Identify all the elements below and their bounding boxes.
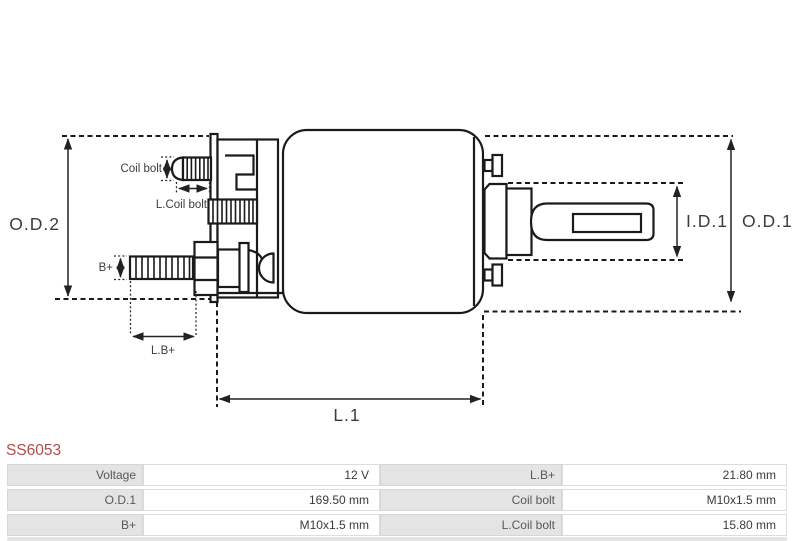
coil-bolt-stud bbox=[170, 156, 213, 182]
coil-terminal-step bbox=[225, 154, 257, 191]
spec-value: 15.80 mm bbox=[562, 514, 787, 536]
spec-row: O.D.1 169.50 mm Coil bolt M10x1.5 mm bbox=[7, 489, 787, 511]
spec-label: B+ bbox=[7, 514, 143, 536]
l1-extension-lines bbox=[216, 302, 484, 407]
plunger-collar bbox=[483, 182, 508, 260]
b-plus-thread-hatch bbox=[135, 256, 191, 279]
spec-value: 12 V bbox=[143, 464, 380, 486]
extension-lines bbox=[55, 135, 741, 407]
rear-terminal-bottom-cap bbox=[491, 263, 504, 287]
spec-value: 21.80 mm bbox=[562, 464, 787, 486]
od1-label: O.D.1 bbox=[742, 211, 792, 231]
spec-row: B+ M10x1.5 mm L.Coil bolt 15.80 mm bbox=[7, 514, 787, 536]
spec-row: Voltage 12 V L.B+ 21.80 mm bbox=[7, 464, 787, 486]
rear-terminal-top-neck bbox=[483, 158, 494, 173]
plunger-step bbox=[505, 187, 533, 257]
b-plus-washer-block bbox=[216, 248, 244, 289]
coil-bolt-thread-hatch bbox=[186, 157, 209, 180]
spec-label: Voltage bbox=[7, 464, 143, 486]
boot-semicircle bbox=[257, 252, 275, 284]
dim-coil-bolt: Coil bolt bbox=[120, 156, 174, 182]
l-coil-bolt-extension-dots bbox=[175, 182, 211, 194]
b-plus-nut-facets bbox=[194, 256, 218, 282]
body-outline bbox=[281, 128, 485, 315]
b-plus-stud bbox=[128, 240, 250, 297]
plunger-assembly bbox=[483, 182, 655, 260]
dim-l-coil-bolt: L.Coil bolt bbox=[156, 182, 211, 211]
dim-od2: O.D.2 bbox=[9, 138, 73, 297]
dim-id1: I.D.1 bbox=[672, 185, 728, 258]
od2-label: O.D.2 bbox=[9, 214, 60, 234]
rear-terminal-top-cap bbox=[491, 153, 504, 178]
spec-label: L.B+ bbox=[380, 464, 562, 486]
dim-l1: L.1 bbox=[218, 394, 482, 425]
boot-chamfer bbox=[248, 248, 264, 260]
id1-label: I.D.1 bbox=[686, 211, 728, 231]
table-next-row-edge bbox=[7, 537, 787, 541]
coil-bolt-label: Coil bolt bbox=[120, 163, 162, 175]
solenoid-body bbox=[281, 128, 504, 315]
rear-terminal-bottom-neck bbox=[483, 268, 494, 282]
threaded-block-hatch bbox=[212, 199, 254, 224]
dim-lb-plus: L.B+ bbox=[129, 281, 197, 357]
lb-plus-label: L.B+ bbox=[151, 345, 175, 357]
spec-value: 169.50 mm bbox=[143, 489, 380, 511]
dim-b-plus: B+ bbox=[99, 255, 127, 281]
b-plus-nut bbox=[193, 240, 219, 297]
spec-label: Coil bolt bbox=[380, 489, 562, 511]
l1-label: L.1 bbox=[333, 405, 360, 425]
b-plus-label: B+ bbox=[99, 262, 114, 274]
plunger-slot bbox=[571, 212, 643, 234]
l-coil-bolt-label: L.Coil bolt bbox=[156, 199, 208, 211]
solenoid-diagram: O.D.2 O.D.1 I.D.1 L.1 L.B+ B+ bbox=[9, 128, 792, 425]
spec-label: L.Coil bolt bbox=[380, 514, 562, 536]
id1-extension-lines bbox=[508, 182, 684, 261]
spec-value: M10x1.5 mm bbox=[143, 514, 380, 536]
product-code-link[interactable]: SS6053 bbox=[6, 442, 62, 459]
coil-bolt-dome bbox=[170, 156, 185, 182]
b-plus-washer-disc bbox=[238, 241, 250, 294]
dim-od1: O.D.1 bbox=[726, 138, 792, 303]
spec-label: O.D.1 bbox=[7, 489, 143, 511]
coil-bolt-threaded-block bbox=[207, 198, 259, 225]
spec-table: Voltage 12 V L.B+ 21.80 mm O.D.1 169.50 … bbox=[7, 464, 787, 536]
spec-value: M10x1.5 mm bbox=[562, 489, 787, 511]
lb-plus-extension-dots bbox=[129, 281, 197, 335]
